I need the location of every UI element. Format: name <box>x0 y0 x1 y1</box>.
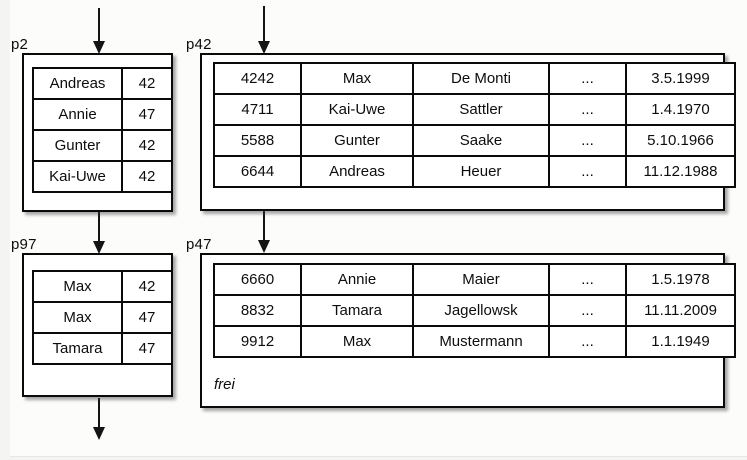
table-cell: Tamara <box>300 294 414 327</box>
table-cell: Jagellowsk <box>412 294 550 327</box>
table-cell: Annie <box>300 263 414 296</box>
table-cell: 3.5.1999 <box>625 62 736 95</box>
table-cell: 42 <box>121 160 173 193</box>
arrow-line <box>263 211 265 240</box>
table-cell: ... <box>548 155 627 188</box>
table-cell: Max <box>32 270 123 303</box>
table-cell: 6660 <box>213 263 302 296</box>
table-cell: 4711 <box>213 93 302 126</box>
table-cell: Mustermann <box>412 325 550 358</box>
table-cell: 1.5.1978 <box>625 263 736 296</box>
table-cell: Kai-Uwe <box>300 93 414 126</box>
table-cell: Andreas <box>300 155 414 188</box>
page-label-p2: p2 <box>11 36 29 53</box>
table-cell: 1.4.1970 <box>625 93 736 126</box>
table-cell: De Monti <box>412 62 550 95</box>
table-cell: 11.12.1988 <box>625 155 736 188</box>
table-cell: Annie <box>32 98 123 131</box>
table-cell: ... <box>548 124 627 157</box>
table-cell: ... <box>548 263 627 296</box>
table-cell: Sattler <box>412 93 550 126</box>
table-cell: ... <box>548 325 627 358</box>
table-cell: 42 <box>121 270 173 303</box>
table-cell: 47 <box>121 301 173 334</box>
table-cell: 42 <box>121 67 173 100</box>
table-cell: 9912 <box>213 325 302 358</box>
table-cell: 1.1.1949 <box>625 325 736 358</box>
table-cell: Gunter <box>32 129 123 162</box>
free-space-label: frei <box>214 376 235 393</box>
arrow-head-icon <box>258 240 270 253</box>
page-label-p47: p47 <box>186 236 212 253</box>
table-cell: 6644 <box>213 155 302 188</box>
arrow-into-p42 <box>258 6 270 54</box>
table-cell: 5588 <box>213 124 302 157</box>
table-cell: Saake <box>412 124 550 157</box>
arrow-head-icon <box>93 241 105 254</box>
table-cell: Max <box>32 301 123 334</box>
table-cell: Heuer <box>412 155 550 188</box>
table-cell: Maier <box>412 263 550 296</box>
arrow-line <box>263 6 265 41</box>
page-label-p42: p42 <box>186 36 212 53</box>
arrow-out-of-p97 <box>93 398 105 440</box>
table-cell: ... <box>548 294 627 327</box>
arrow-line <box>98 398 100 427</box>
table-cell: 8832 <box>213 294 302 327</box>
table-cell: 4242 <box>213 62 302 95</box>
table-cell: 47 <box>121 98 173 131</box>
table-cell: 5.10.1966 <box>625 124 736 157</box>
arrow-p2-to-p97 <box>93 212 105 254</box>
page-label-p97: p97 <box>11 236 37 253</box>
table-cell: Max <box>300 325 414 358</box>
arrow-head-icon <box>93 41 105 54</box>
table-cell: ... <box>548 93 627 126</box>
table-cell: Max <box>300 62 414 95</box>
arrow-line <box>98 8 100 41</box>
arrow-p42-to-p47 <box>258 211 270 253</box>
table-cell: 11.11.2009 <box>625 294 736 327</box>
arrow-head-icon <box>258 41 270 54</box>
table-cell: Andreas <box>32 67 123 100</box>
table-cell: Tamara <box>32 332 123 365</box>
table-cell: ... <box>548 62 627 95</box>
table-cell: 42 <box>121 129 173 162</box>
arrow-into-p2 <box>93 8 105 54</box>
arrow-head-icon <box>93 427 105 440</box>
table-cell: Kai-Uwe <box>32 160 123 193</box>
table-cell: 47 <box>121 332 173 365</box>
table-cell: Gunter <box>300 124 414 157</box>
arrow-line <box>98 212 100 241</box>
